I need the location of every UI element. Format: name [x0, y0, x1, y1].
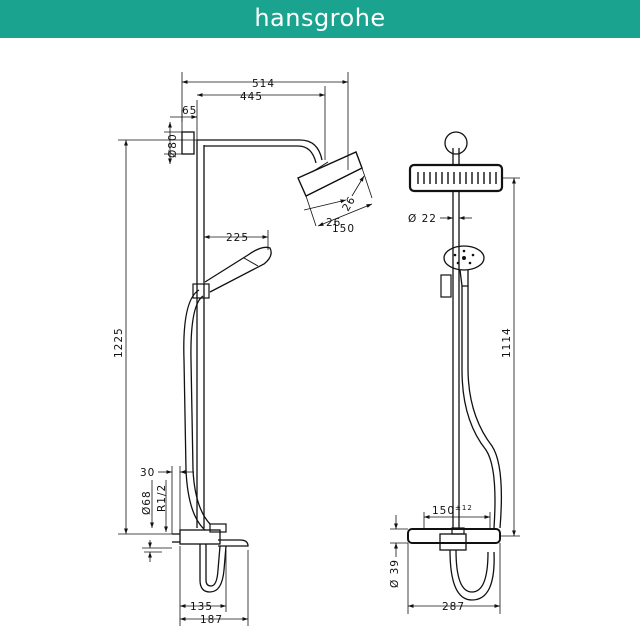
shower-hose: [183, 289, 206, 531]
dim-150-tol: 150±12: [432, 504, 473, 517]
dim-187: 187: [200, 614, 223, 626]
brand-header: hansgrohe: [0, 0, 640, 38]
shower-arm: [197, 139, 323, 161]
dim-150-value: 150: [432, 505, 455, 517]
dim-135: 135: [190, 601, 213, 613]
dim-r12: R1/2: [156, 484, 168, 512]
dim-1225: 1225: [113, 327, 125, 358]
bath-spout: [218, 539, 249, 547]
side-view: 514 445 65 Ø80 1225 225 150 26 26: [113, 72, 373, 626]
thermostat-bar-front: [407, 528, 501, 544]
hose-front: [461, 286, 496, 529]
hand-shower-front: [443, 245, 485, 271]
dim-287: 287: [442, 601, 465, 613]
wall-bracket: [181, 131, 195, 155]
wall-rose: [444, 131, 468, 155]
dim-26-a: 26: [326, 217, 341, 229]
overhead-shower-head: [297, 151, 363, 197]
dim-445: 445: [240, 91, 263, 103]
dim-30: 30: [140, 467, 155, 479]
dim-225: 225: [226, 232, 249, 244]
dim-65: 65: [182, 105, 197, 117]
slide-holder-front: [440, 274, 452, 298]
dim-514: 514: [252, 78, 275, 90]
hand-shower: [204, 246, 272, 293]
slide-holder: [192, 283, 210, 299]
hansgrohe-logo: hansgrohe: [254, 4, 386, 32]
front-view: Ø 22 1114 150±12 Ø 39 287: [389, 131, 520, 614]
dim-d68: Ø68: [141, 490, 153, 515]
dim-150-head: 150: [332, 223, 355, 235]
dim-tolerance: ±12: [455, 504, 473, 512]
dim-d80: Ø80: [167, 133, 179, 158]
dim-d39: Ø 39: [389, 559, 401, 588]
dim-1114: 1114: [501, 327, 513, 358]
dim-d22: Ø 22: [408, 213, 437, 225]
